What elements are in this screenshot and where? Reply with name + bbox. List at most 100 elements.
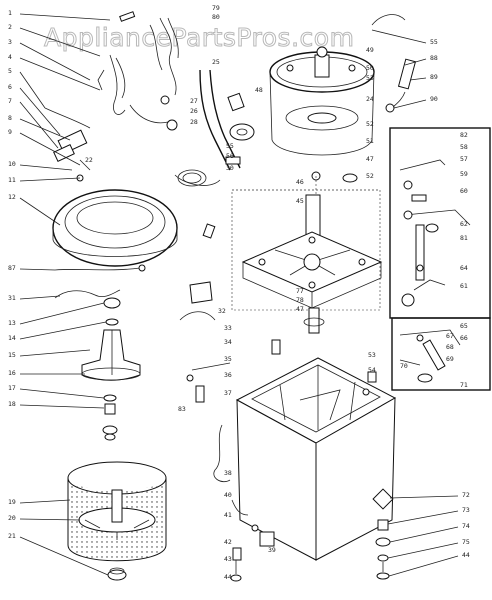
svg-text:50: 50 [366,64,374,72]
svg-text:47: 47 [366,155,374,163]
svg-text:52: 52 [366,172,374,180]
svg-text:58: 58 [460,143,468,151]
svg-text:25: 25 [212,58,220,66]
cabinet [235,357,397,561]
svg-text:49: 49 [366,46,374,54]
tub-ring [52,189,178,267]
svg-text:88: 88 [430,54,438,62]
svg-text:65: 65 [460,322,468,330]
svg-text:14: 14 [8,334,16,342]
wire-31 [54,289,121,299]
svg-text:53: 53 [366,74,374,82]
svg-text:80: 80 [212,13,220,21]
center-hoses [174,69,255,239]
svg-text:42: 42 [224,538,232,546]
leader-lines [19,13,459,577]
svg-text:7: 7 [8,97,12,105]
svg-text:79: 79 [212,4,220,12]
svg-text:74: 74 [462,522,470,530]
svg-text:12: 12 [8,193,16,201]
svg-text:15: 15 [8,351,16,359]
svg-text:38: 38 [224,469,232,477]
svg-text:36: 36 [224,371,232,379]
svg-text:68: 68 [446,343,454,351]
svg-text:40: 40 [224,491,232,499]
svg-text:60: 60 [460,187,468,195]
small-hardware [186,339,281,403]
part-52 [342,173,358,183]
svg-text:62: 62 [460,220,468,228]
svg-text:90: 90 [430,95,438,103]
svg-text:34: 34 [224,338,232,346]
svg-text:4: 4 [8,53,12,61]
svg-text:44: 44 [224,573,232,581]
svg-text:24: 24 [366,95,374,103]
svg-text:52: 52 [366,120,374,128]
svg-text:5: 5 [8,67,12,75]
svg-text:82: 82 [460,131,468,139]
svg-text:55: 55 [226,142,234,150]
svg-text:30: 30 [226,164,234,172]
svg-text:47: 47 [296,305,304,313]
svg-text:17: 17 [8,384,16,392]
svg-text:16: 16 [8,369,16,377]
connector-parts [44,107,91,182]
right-hardware [372,488,394,580]
svg-text:73: 73 [462,506,470,514]
detail-box-lower [399,329,461,383]
svg-text:55: 55 [430,38,438,46]
svg-text:61: 61 [460,282,468,290]
svg-text:26: 26 [190,107,198,115]
svg-text:22: 22 [85,156,93,164]
svg-text:33: 33 [224,324,232,332]
wire-40 [231,499,249,516]
svg-text:19: 19 [8,498,16,506]
svg-text:37: 37 [224,389,232,397]
svg-text:20: 20 [8,514,16,522]
wire-harness [97,11,179,131]
svg-text:54: 54 [368,366,376,374]
watermark-text: AppliancePartsPros.com [44,23,354,52]
svg-text:46: 46 [296,178,304,186]
svg-text:45: 45 [296,197,304,205]
agitator-cap [103,297,121,326]
svg-text:31: 31 [8,294,16,302]
svg-text:53: 53 [368,351,376,359]
svg-text:87: 87 [8,264,16,272]
callout-labels: 1 2 3 4 5 6 7 8 9 10 11 12 87 31 13 14 1… [8,4,470,581]
svg-text:9: 9 [8,128,12,136]
leveling-feet [230,524,275,582]
svg-text:77: 77 [296,287,304,295]
svg-text:3: 3 [8,38,12,46]
outer-tub [269,14,417,156]
svg-text:71: 71 [460,381,468,389]
svg-text:83: 83 [178,405,186,413]
agitator [81,329,141,381]
svg-text:8: 8 [8,114,12,122]
svg-text:56: 56 [226,152,234,160]
transmission-base [231,189,383,334]
svg-text:39: 39 [268,546,276,554]
svg-text:89: 89 [430,73,438,81]
svg-text:18: 18 [8,400,16,408]
svg-text:21: 21 [8,532,16,540]
svg-text:43: 43 [224,555,232,563]
svg-text:11: 11 [8,176,16,184]
wire-38 [213,424,231,483]
wash-basket [67,461,167,581]
svg-text:35: 35 [224,355,232,363]
svg-text:44: 44 [462,551,470,559]
svg-text:51: 51 [366,137,374,145]
bracket-32 [179,281,216,321]
svg-text:66: 66 [460,334,468,342]
svg-text:78: 78 [296,296,304,304]
svg-text:69: 69 [446,355,454,363]
svg-text:67: 67 [446,332,454,340]
svg-text:70: 70 [400,362,408,370]
svg-text:1: 1 [8,9,12,17]
svg-text:72: 72 [462,491,470,499]
svg-text:28: 28 [190,118,198,126]
svg-text:2: 2 [8,23,12,31]
svg-text:32: 32 [218,307,226,315]
